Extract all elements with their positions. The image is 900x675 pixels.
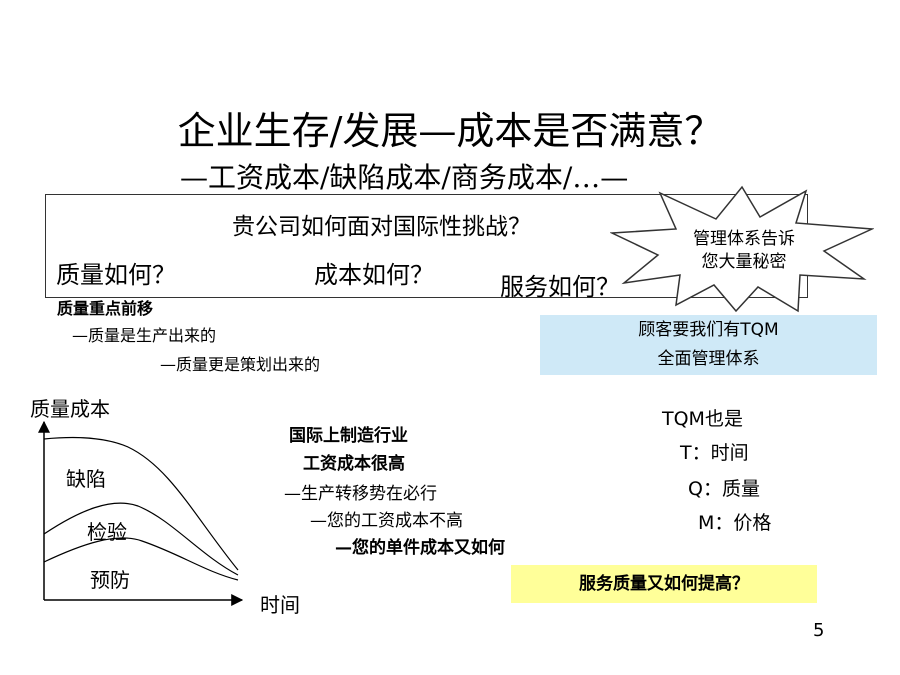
- tqm-meaning-heading: TQM也是: [662, 408, 743, 430]
- quality-focus-heading: 质量重点前移: [57, 299, 154, 318]
- quality-focus-line1: —质量是生产出来的: [72, 326, 217, 345]
- quality-cost-diagram: 质量成本 时间 缺陷 检验 预防: [30, 397, 300, 617]
- page-number: 5: [813, 620, 825, 641]
- starburst-line1: 管理体系告诉: [693, 229, 795, 249]
- tqm-meaning-m: M：价格: [698, 512, 772, 534]
- international-line2: 工资成本很高: [303, 454, 405, 474]
- defect-curve: [43, 436, 239, 571]
- quality-question: 质量如何？: [56, 261, 176, 289]
- starburst-callout: 管理体系告诉 您大量秘密: [610, 185, 874, 313]
- x-axis-label: 时间: [260, 593, 300, 617]
- quality-focus-line2: —质量更是策划出来的: [160, 355, 321, 374]
- prevention-label: 预防: [90, 568, 130, 592]
- defect-label: 缺陷: [66, 467, 106, 491]
- cost-question: 成本如何？: [314, 261, 434, 289]
- tqm-callout-line2: 全面管理体系: [657, 349, 760, 369]
- international-line5: —您的单件成本又如何: [335, 538, 505, 558]
- y-axis-label: 质量成本: [30, 397, 110, 421]
- page-title: 企业生存/发展—成本是否满意？: [177, 109, 723, 153]
- starburst-line2: 您大量秘密: [702, 252, 787, 272]
- tqm-callout-box: 顾客要我们有TQM 全面管理体系: [540, 315, 877, 375]
- service-question: 服务如何？: [500, 273, 620, 301]
- tqm-callout-line1: 顾客要我们有TQM: [638, 320, 779, 340]
- service-note-box: 服务质量又如何提高？: [511, 565, 817, 603]
- tqm-meaning-q: Q：质量: [688, 478, 760, 500]
- international-line4: —您的工资成本不高: [310, 511, 463, 531]
- starburst-shape: [610, 185, 874, 313]
- inspection-curve: [43, 502, 239, 576]
- page-subtitle: —工资成本/缺陷成本/商务成本/…—: [180, 161, 629, 194]
- international-line1: 国际上制造行业: [289, 426, 408, 446]
- international-line3: —生产转移势在必行: [284, 484, 437, 504]
- challenge-question: 贵公司如何面对国际性挑战？: [232, 214, 531, 240]
- tqm-meaning-t: T：时间: [680, 442, 749, 464]
- prevention-curve: [43, 537, 239, 581]
- inspection-label: 检验: [87, 520, 127, 544]
